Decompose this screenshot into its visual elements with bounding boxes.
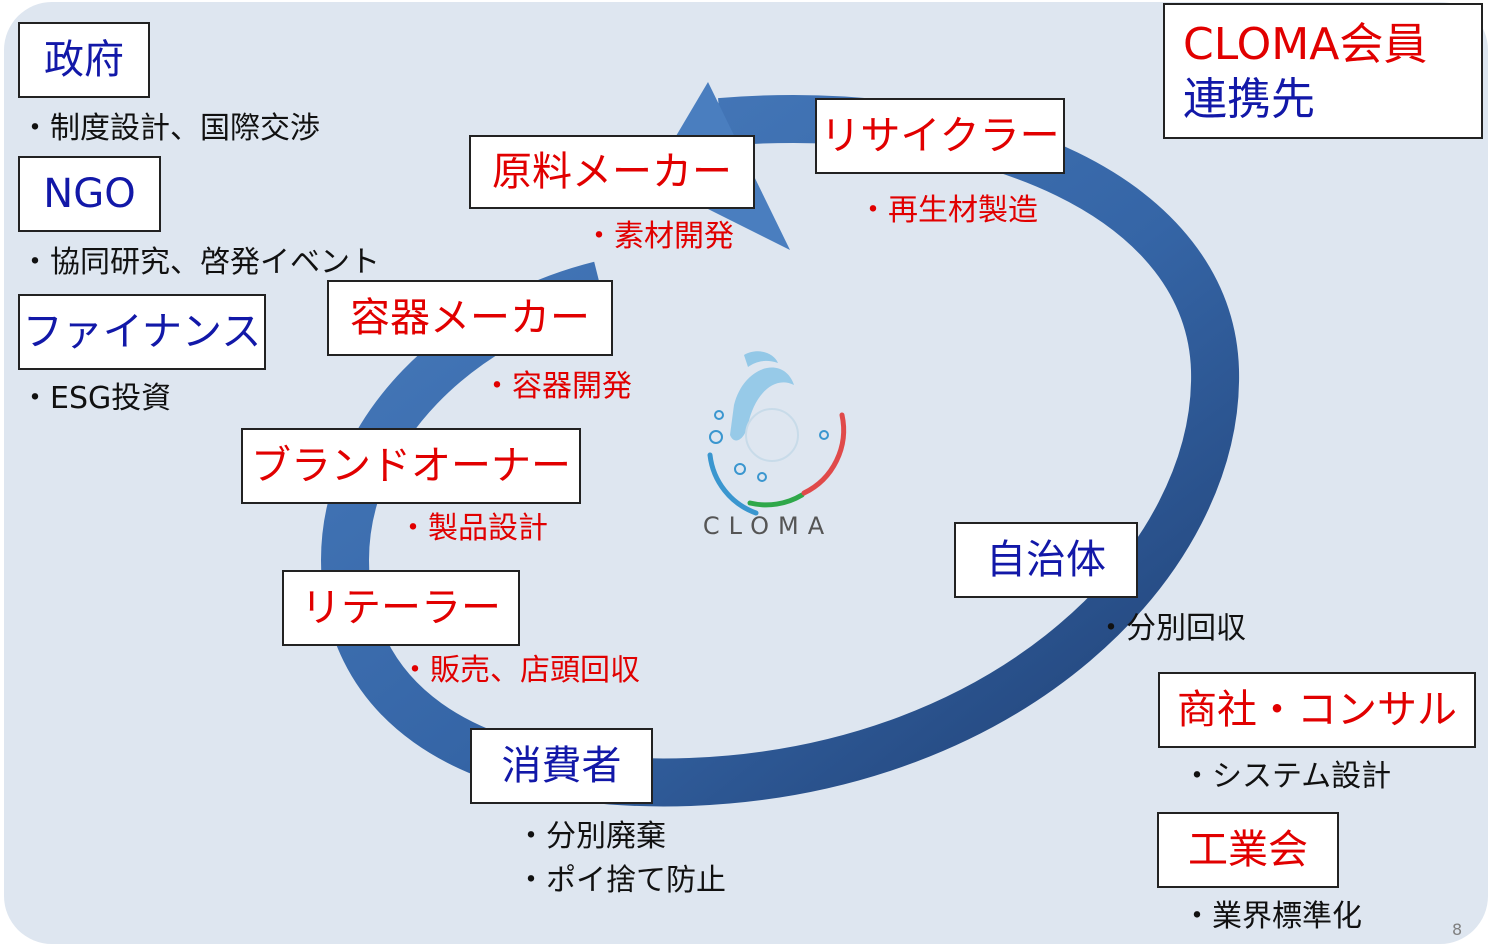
partner-consumer-desc-2: ・ポイ捨て防止: [516, 863, 726, 898]
legend-partner-label: 連携先: [1183, 74, 1315, 125]
partner-municipality: 自治体: [954, 522, 1138, 598]
legend-member-label: CLOMA会員: [1183, 19, 1428, 70]
logo-text: CLOMA: [702, 512, 834, 540]
member-retailer: リテーラー: [282, 570, 520, 646]
member-industry-association-desc: ・業界標準化: [1182, 899, 1362, 934]
legend-box: CLOMA会員 連携先: [1163, 3, 1483, 139]
member-trading-consulting: 商社・コンサル: [1158, 672, 1476, 748]
partner-government: 政府: [18, 22, 150, 98]
partner-consumer-desc: ・分別廃棄 ・ポイ捨て防止: [516, 822, 726, 910]
partner-government-desc: ・制度設計、国際交渉: [20, 111, 320, 146]
member-container-maker-desc: ・容器開発: [482, 369, 632, 404]
member-recycler: リサイクラー: [815, 98, 1065, 174]
member-retailer-desc: ・販売、店頭回収: [400, 653, 640, 688]
partner-consumer: 消費者: [470, 728, 653, 804]
partner-finance-desc: ・ESG投資: [20, 381, 172, 416]
partner-municipality-desc: ・分別回収: [1096, 611, 1246, 646]
member-brand-owner-desc: ・製品設計: [398, 511, 548, 546]
partner-ngo: NGO: [18, 156, 161, 232]
member-industry-association: 工業会: [1157, 812, 1339, 888]
partner-ngo-desc: ・協同研究、啓発イベント: [20, 245, 380, 280]
member-recycler-desc: ・再生材製造: [858, 193, 1038, 228]
cloma-logo: [707, 351, 847, 516]
member-trading-consulting-desc: ・システム設計: [1182, 759, 1392, 794]
member-material-maker: 原料メーカー: [469, 135, 755, 209]
page-number: 8: [1452, 920, 1463, 939]
member-material-maker-desc: ・素材開発: [584, 219, 734, 254]
partner-consumer-desc-1: ・分別廃棄: [516, 819, 666, 854]
member-brand-owner: ブランドオーナー: [241, 428, 581, 504]
member-container-maker: 容器メーカー: [327, 280, 613, 356]
partner-finance: ファイナンス: [18, 294, 266, 370]
